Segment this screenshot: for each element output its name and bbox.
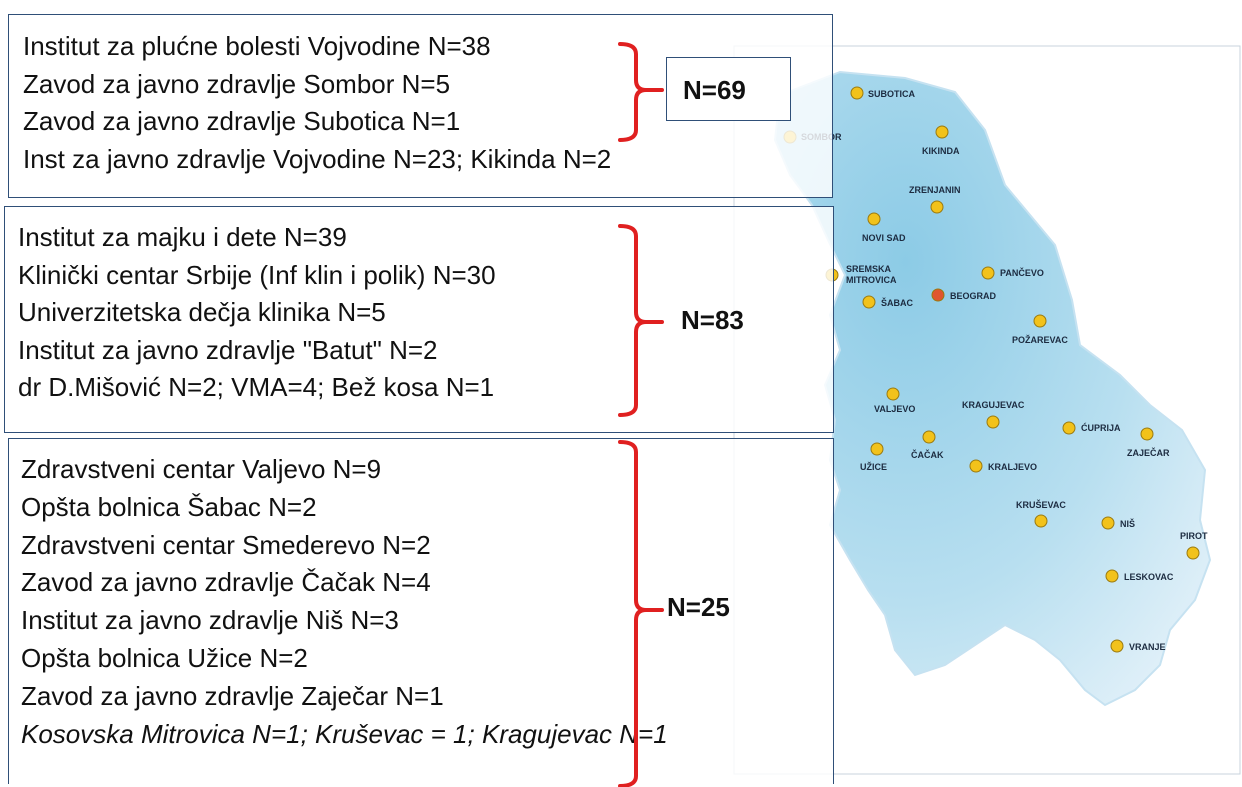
city-label-sremska: SREMSKA bbox=[846, 264, 892, 274]
city-marker-icon bbox=[862, 295, 876, 309]
city-marker-icon bbox=[886, 387, 900, 401]
city-label-beograd: BEOGRAD bbox=[950, 291, 997, 301]
capital-marker-icon bbox=[931, 288, 945, 302]
city-label-po-arevac: POŽAREVAC bbox=[1012, 334, 1068, 345]
city-marker-icon bbox=[922, 430, 936, 444]
institution-line: Kosovska Mitrovica N=1; Kruševac = 1; Kr… bbox=[21, 718, 668, 749]
city-marker-icon bbox=[935, 125, 949, 139]
city-label-mitrovica: MITROVICA bbox=[846, 275, 897, 285]
institution-line: Zdravstveni centar Valjevo N=9 bbox=[21, 454, 382, 484]
city-label-kru-evac: KRUŠEVAC bbox=[1016, 499, 1066, 510]
total-callout-box bbox=[666, 57, 791, 121]
city-label--abac: ŠABAC bbox=[881, 297, 914, 308]
city-label-valjevo: VALJEVO bbox=[874, 404, 915, 414]
city-label-pan-evo: PANČEVO bbox=[1000, 267, 1044, 278]
institution-list-other: Zdravstveni centar Valjevo N=9 Opšta bol… bbox=[21, 451, 668, 753]
institution-line: Zavod za javno zdravlje Sombor N=5 bbox=[23, 68, 451, 99]
city-layer: SUBOTICASOMBORKIKINDAZRENJANINNOVI SADSR… bbox=[783, 86, 1208, 653]
institution-line: Zdravstveni centar Smederevo N=2 bbox=[21, 529, 431, 560]
city-marker-icon bbox=[867, 212, 881, 226]
city-label-leskovac: LESKOVAC bbox=[1124, 572, 1174, 582]
institution-line: Opšta bolnica Šabac N=2 bbox=[21, 491, 317, 522]
city-label-zrenjanin: ZRENJANIN bbox=[909, 185, 961, 195]
institution-line: Univerzitetska dečja klinika N=5 bbox=[18, 297, 386, 327]
city-marker-icon bbox=[930, 200, 944, 214]
city-marker-icon bbox=[981, 266, 995, 280]
institution-line: Institut za plućne bolesti Vojvodine N=3… bbox=[23, 31, 491, 61]
city-marker-icon bbox=[870, 442, 884, 456]
institution-line: Zavod za javno zdravlje Čačak N=4 bbox=[21, 567, 431, 598]
city-marker-icon bbox=[986, 415, 1000, 429]
institution-line: Institut za javno zdravlje "Batut" N=2 bbox=[18, 334, 438, 365]
institution-line: dr D.Mišović N=2; VMA=4; Bež kosa N=1 bbox=[18, 372, 495, 402]
city-label--uprija: ĆUPRIJA bbox=[1081, 422, 1121, 433]
city-label--a-ak: ČAČAK bbox=[911, 449, 944, 460]
institution-list-beograd: Institut za majku i dete N=39 Klinički c… bbox=[18, 219, 496, 407]
institution-line: Inst za javno zdravlje Vojvodine N=23; K… bbox=[23, 143, 612, 174]
group-total-other: N=25 bbox=[667, 592, 730, 622]
city-label-u-ice: UŽICE bbox=[860, 461, 887, 472]
institution-line: Opšta bolnica Užice N=2 bbox=[21, 642, 308, 673]
institution-line: Institut za majku i dete N=39 bbox=[18, 222, 347, 252]
panel-beograd: Institut za majku i dete N=39 Klinički c… bbox=[4, 206, 834, 433]
city-label-vranje: VRANJE bbox=[1129, 642, 1166, 652]
city-label-kraljevo: KRALJEVO bbox=[988, 462, 1037, 472]
city-label-kragujevac: KRAGUJEVAC bbox=[962, 400, 1025, 410]
city-marker-icon bbox=[969, 459, 983, 473]
city-marker-icon bbox=[1033, 314, 1047, 328]
city-label-ni-: NIŠ bbox=[1120, 518, 1135, 529]
city-marker-icon bbox=[850, 86, 864, 100]
city-marker-icon bbox=[1062, 421, 1076, 435]
city-marker-icon bbox=[1186, 546, 1200, 560]
city-label-zaje-ar: ZAJEČAR bbox=[1127, 447, 1170, 458]
institution-line: Zavod za javno zdravlje Zaječar N=1 bbox=[21, 680, 444, 711]
institution-list-vojvodina: Institut za plućne bolesti Vojvodine N=3… bbox=[23, 28, 611, 178]
city-marker-icon bbox=[1101, 516, 1115, 530]
city-marker-icon bbox=[1034, 514, 1048, 528]
institution-line: Institut za javno zdravlje Niš N=3 bbox=[21, 605, 399, 636]
city-label-subotica: SUBOTICA bbox=[868, 89, 916, 99]
group-total-beograd: N=83 bbox=[681, 305, 744, 335]
city-label-pirot: PIROT bbox=[1180, 531, 1208, 541]
group-total-vojvodina: N=69 bbox=[683, 75, 746, 105]
city-marker-icon bbox=[1110, 639, 1124, 653]
city-label-novi-sad: NOVI SAD bbox=[862, 233, 906, 243]
city-label-kikinda: KIKINDA bbox=[922, 146, 960, 156]
city-marker-icon bbox=[1140, 427, 1154, 441]
institution-line: Zavod za javno zdravlje Subotica N=1 bbox=[23, 106, 461, 136]
serbia-outline bbox=[773, 70, 1212, 707]
panel-other-regions: Zdravstveni centar Valjevo N=9 Opšta bol… bbox=[8, 438, 834, 784]
institution-line: Klinički centar Srbije (Inf klin i polik… bbox=[18, 259, 496, 290]
city-marker-icon bbox=[1105, 569, 1119, 583]
